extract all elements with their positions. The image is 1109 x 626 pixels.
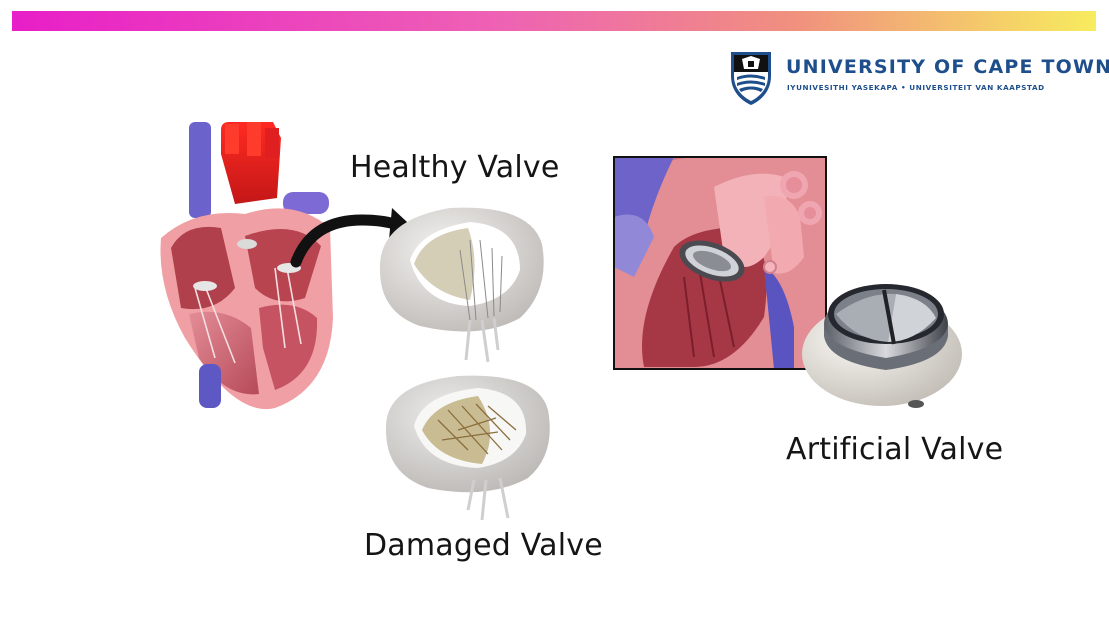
university-subtitle: IYUNIVESITHI YASEKAPA • UNIVERSITEIT VAN… (787, 83, 1045, 92)
uct-crest-icon (728, 50, 774, 106)
healthy-valve-illustration (370, 200, 550, 370)
artificial-valve-illustration (796, 262, 968, 412)
header-gradient-bar (12, 11, 1096, 31)
damaged-valve-label: Damaged Valve (364, 528, 603, 563)
artificial-valve-label: Artificial Valve (786, 432, 1003, 467)
university-name: UNIVERSITY OF CAPE TOWN (786, 56, 1109, 78)
damaged-valve-illustration (378, 370, 558, 530)
healthy-valve-label: Healthy Valve (350, 150, 560, 185)
implanted-valve-inset-illustration (614, 157, 826, 369)
